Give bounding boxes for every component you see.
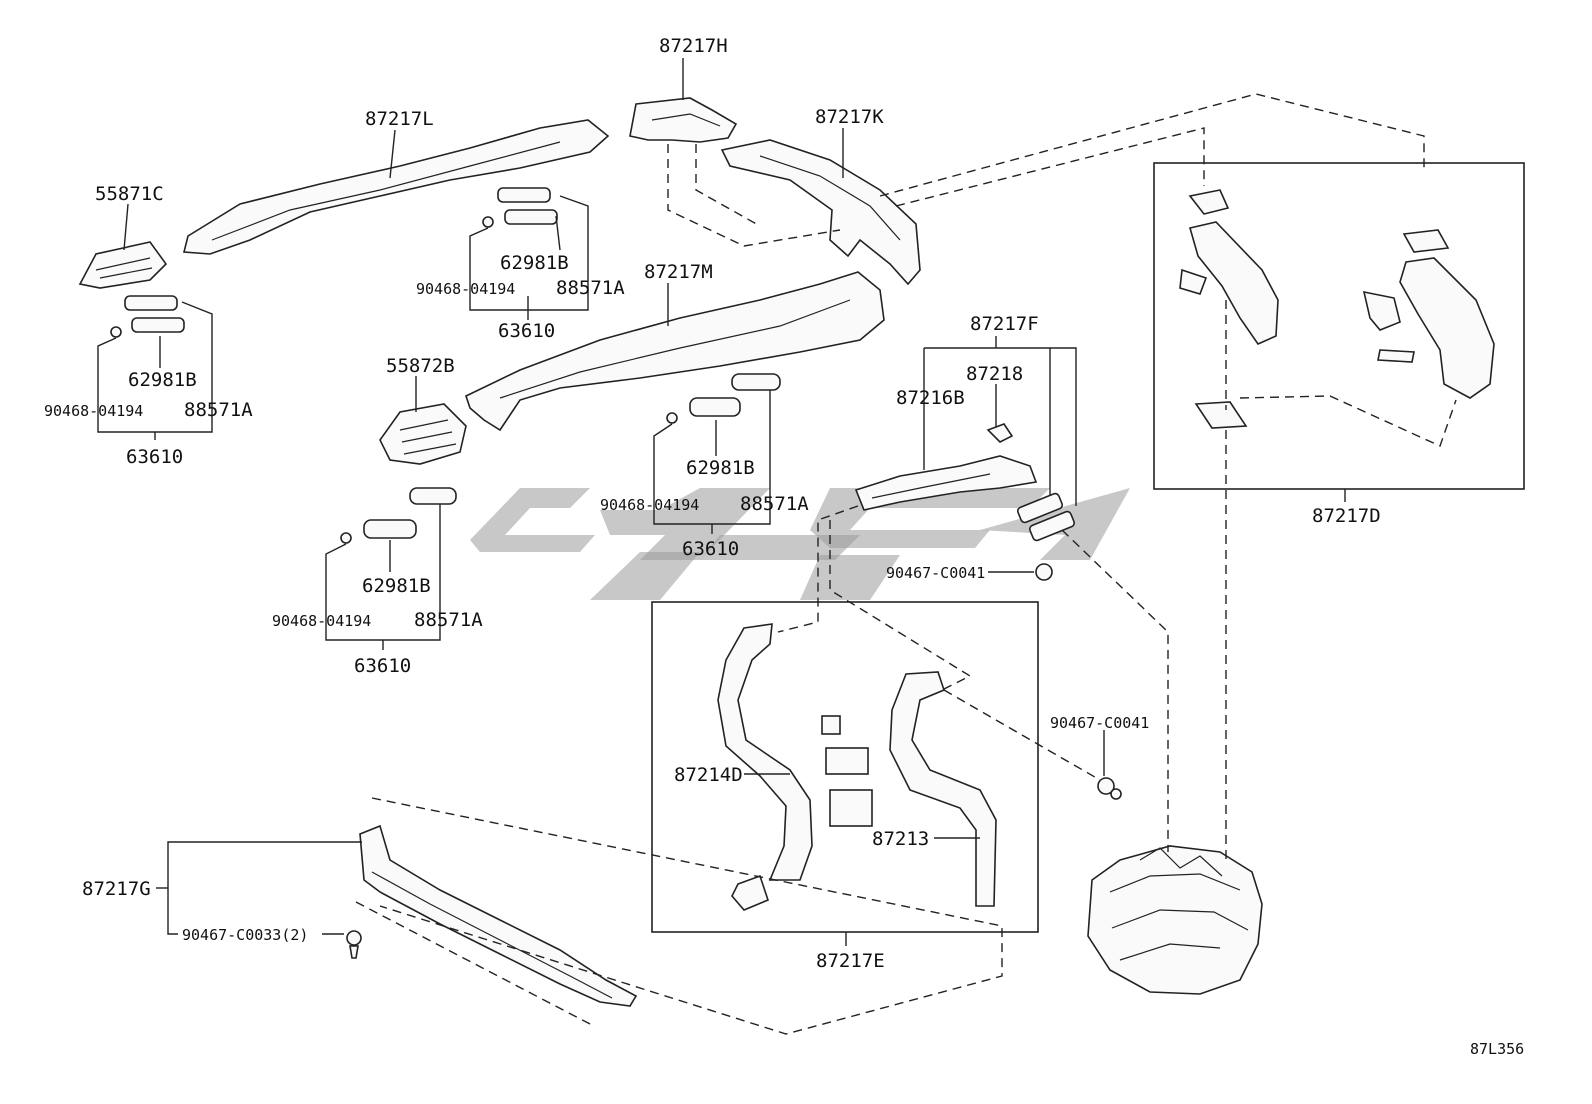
part-87217D-ducts (1179, 189, 1495, 429)
label-87217F: 87217F (970, 313, 1039, 335)
register-group-b (97, 295, 213, 440)
label-88571A-c: 88571A (740, 493, 809, 515)
box-87217D (1153, 162, 1525, 490)
label-90468-d: 90468-04194 (272, 612, 371, 630)
part-55872B (379, 376, 467, 465)
label-90468-b: 90468-04194 (44, 402, 143, 420)
label-87218: 87218 (966, 363, 1023, 385)
label-87217H: 87217H (659, 35, 728, 57)
label-63610-a: 63610 (498, 320, 555, 342)
part-87217H (629, 58, 738, 143)
register-group-c (653, 373, 781, 534)
drawing-code: 87L356 (1470, 1040, 1524, 1058)
label-63610-d: 63610 (354, 655, 411, 677)
label-87217K: 87217K (815, 106, 884, 128)
part-55871C (78, 203, 168, 289)
label-62981B-d: 62981B (362, 575, 431, 597)
label-62981B-c: 62981B (686, 457, 755, 479)
label-62981B-a: 62981B (500, 252, 569, 274)
label-62981B-b: 62981B (128, 369, 197, 391)
part-87217M (465, 271, 885, 432)
part-87217F-group (854, 336, 1077, 581)
part-87217G (156, 824, 638, 1007)
label-55871C: 55871C (95, 183, 164, 205)
label-88571A-b: 88571A (184, 399, 253, 421)
label-63610-b: 63610 (126, 446, 183, 468)
label-87213: 87213 (872, 828, 929, 850)
register-group-a (469, 187, 589, 320)
label-90468-a: 90468-04194 (416, 280, 515, 298)
label-88571A-a: 88571A (556, 277, 625, 299)
part-87217K (720, 128, 921, 286)
part-90467-C0041-b (1097, 730, 1122, 800)
part-87213 (889, 671, 997, 907)
label-87214D: 87214D (674, 764, 743, 786)
part-blower-unit (1087, 845, 1263, 995)
box-87217E (651, 601, 1039, 933)
register-group-d (325, 487, 457, 650)
label-87217L: 87217L (365, 108, 434, 130)
part-87214D (717, 623, 873, 911)
label-90467-C0041-b: 90467-C0041 (1050, 714, 1149, 732)
label-90467-C0041-a: 90467-C0041 (886, 564, 985, 582)
label-63610-c: 63610 (682, 538, 739, 560)
label-87217G: 87217G (82, 878, 151, 900)
label-90468-c: 90468-04194 (600, 496, 699, 514)
label-87216B: 87216B (896, 387, 965, 409)
label-87217M: 87217M (644, 261, 713, 283)
label-87217E: 87217E (816, 950, 885, 972)
label-87217D: 87217D (1312, 505, 1381, 527)
label-90467-C0033: 90467-C0033(2) (182, 926, 308, 944)
label-55872B: 55872B (386, 355, 455, 377)
label-88571A-d: 88571A (414, 609, 483, 631)
part-87217L (182, 119, 610, 255)
dashed-connectors (355, 93, 1457, 1035)
